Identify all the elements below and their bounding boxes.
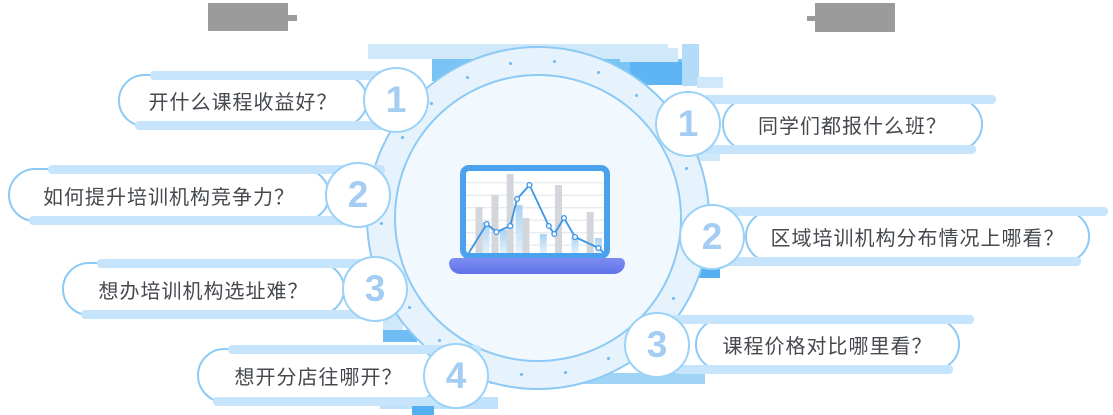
ring-dot: [564, 371, 568, 374]
ring-dot: [671, 296, 675, 300]
ring-dot: [508, 61, 512, 65]
question-pill: 开什么课程收益好？: [118, 71, 411, 130]
ring-dot: [685, 166, 689, 170]
redacted-title-left: [208, 3, 288, 31]
decor-rect: [697, 77, 723, 88]
question-number-badge: 1: [363, 67, 429, 133]
ring-dot: [553, 60, 557, 64]
question-number-badge: 3: [624, 312, 690, 378]
ring-dot: [606, 356, 610, 360]
question-text: 如何提升培训机构竞争力？: [43, 186, 295, 209]
ring-dot: [466, 76, 470, 80]
question-number-badge: 2: [325, 162, 391, 228]
question-pill: 区域培训机构分布情况上哪看？: [712, 207, 1109, 266]
ring-dot: [437, 338, 441, 342]
question-pill: 课程价格对比哪里看？: [670, 315, 974, 374]
redacted-title-right: [815, 3, 895, 32]
redacted-title-left-dash: [288, 15, 297, 21]
ring-dot: [401, 136, 405, 140]
question-text: 想开分店往哪开？: [234, 367, 403, 389]
ring-dot: [429, 101, 433, 105]
question-number-badge: 4: [423, 343, 489, 409]
decor-rect: [630, 62, 688, 85]
ring-dot: [407, 306, 411, 310]
ring-dot: [635, 94, 639, 98]
question-text: 同学们都报什么班？: [758, 116, 947, 138]
question-number-badge: 3: [342, 256, 408, 322]
ring-dot: [519, 372, 523, 376]
ring-dot: [379, 222, 383, 226]
question-number-badge: 1: [655, 91, 721, 157]
question-pill: 如何提升培训机构竞争力？: [8, 165, 386, 225]
question-text: 课程价格对比哪里看？: [722, 336, 933, 358]
laptop-screen: [460, 165, 610, 259]
question-pill: 同学们都报什么班？: [698, 95, 997, 154]
laptop-base: [449, 258, 625, 274]
decor-rect: [682, 44, 699, 86]
redacted-title-right-dash: [807, 16, 815, 21]
question-pill: 想办培训机构选址难？: [62, 259, 394, 319]
question-number-badge: 2: [679, 204, 745, 270]
question-text: 开什么课程收益好？: [148, 92, 338, 114]
center-circle: [366, 46, 710, 390]
laptop-illustration: [449, 165, 625, 275]
decor-rect: [620, 48, 678, 62]
laptop-chart: [468, 174, 604, 253]
question-pill: 想开分店往哪开？: [197, 345, 482, 406]
ring-dot: [596, 71, 600, 75]
decor-rect: [383, 330, 417, 342]
question-text: 想办培训机构选址难？: [98, 280, 309, 303]
question-text: 区域培训机构分布情况上哪看？: [770, 228, 1065, 250]
